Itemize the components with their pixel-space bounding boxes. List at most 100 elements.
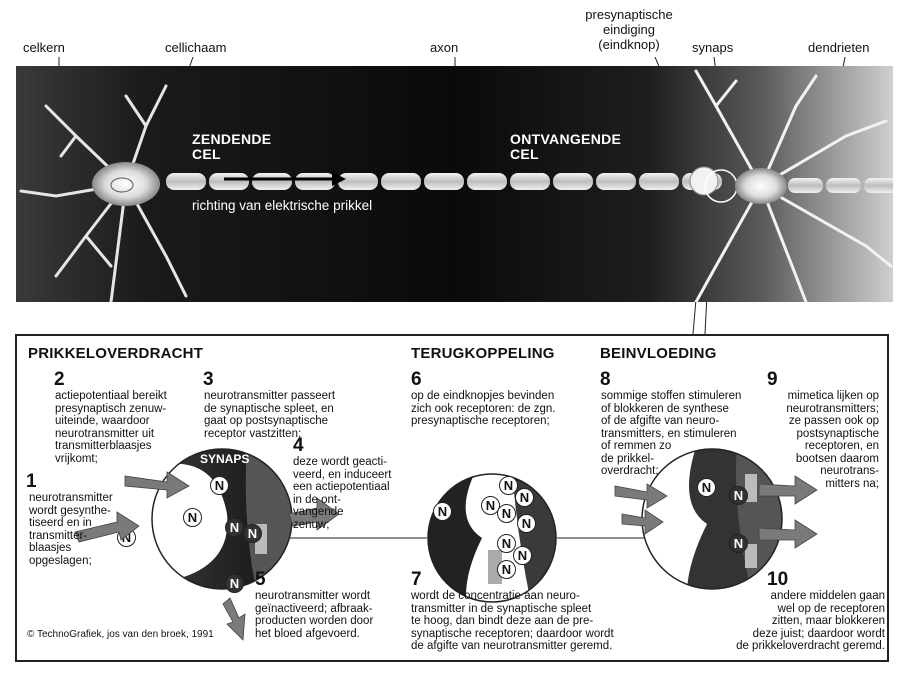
sending-cell-nucleus xyxy=(110,177,134,193)
step-6-line: zich ook receptoren: de zgn. xyxy=(411,402,556,415)
molecule-n: N xyxy=(497,534,516,553)
heading-terugkoppeling: TERUGKOPPELING xyxy=(411,345,555,362)
step-9-line: ze passen ook op xyxy=(788,415,879,427)
molecule-n: N xyxy=(729,534,748,553)
step-7-line: de afgifte van neurotransmitter geremd. xyxy=(411,640,613,652)
step-3-line: de synaptische spleet, en xyxy=(204,402,334,415)
step-4-line: een actiepotentiaal xyxy=(293,481,390,493)
step-4-line: deze wordt geacti- xyxy=(293,456,387,468)
step-1-line: transmitter- xyxy=(29,529,88,542)
step-4-line: veerd, en induceert xyxy=(293,468,392,481)
step-7-line: wordt de concentratie aan neuro- xyxy=(411,590,580,602)
axon-myelin-segment xyxy=(209,173,249,190)
axon-myelin-segment xyxy=(639,173,679,190)
direction-caption: richting van elektrische prikkel xyxy=(192,198,373,213)
axon-myelin-segment xyxy=(510,173,550,190)
label-eindknop-line-3: (eindknop) xyxy=(598,37,660,52)
flow-arrows xyxy=(74,471,818,641)
label-eindknop: presynaptische eindiging (eindknop) xyxy=(574,7,684,52)
circle-synaps-label: SYNAPS xyxy=(200,452,250,466)
molecule-n: N xyxy=(499,476,518,495)
step-9-line: mimetica lijken op xyxy=(787,390,879,402)
arrow-beinvloeding-left-2 xyxy=(621,509,664,535)
step-2-line: vrijkomt; xyxy=(55,452,98,465)
step-10-line: deze juist; daardoor wordt xyxy=(752,627,885,640)
step-9-line: neurotransmitters; xyxy=(786,402,879,415)
sending-cell-label-line-2: CEL xyxy=(192,146,221,162)
receiving-axon-segments xyxy=(788,178,893,193)
neuron-illustration xyxy=(16,66,893,302)
label-eindknop-line-1: presynaptische xyxy=(585,7,673,22)
step-number-10: 10 xyxy=(767,569,789,590)
receiving-axon-segment xyxy=(826,178,861,193)
label-cellichaam: cellichaam xyxy=(165,40,227,55)
arrow-in-lower-left xyxy=(74,511,140,543)
receiving-cell-label-line-1: ONTVANGENDE xyxy=(510,131,622,147)
step-5-line: geïnactiveerd; afbraak- xyxy=(255,602,373,615)
molecule-n: N xyxy=(243,524,262,543)
molecule-n: N xyxy=(183,508,202,527)
step-7-line: synaptische receptoren; daardoor wordt xyxy=(411,627,614,640)
step-2-line: uiteinde, waardoor xyxy=(55,415,150,427)
sending-cell-label-line-1: ZENDENDE xyxy=(192,131,272,147)
step-10-line: de prikkeloverdracht geremd. xyxy=(736,640,885,652)
step-1-line: neurotransmitter xyxy=(29,492,113,504)
label-dendrieten: dendrieten xyxy=(808,40,870,55)
arrow-beinvloeding-right-2 xyxy=(758,519,818,549)
step-8-line: of blokkeren de synthese xyxy=(601,402,729,415)
molecule-n: N xyxy=(433,502,452,521)
axon-myelin-segment xyxy=(338,173,378,190)
molecule-n: N xyxy=(481,496,500,515)
explanation-panel: PRIKKELOVERDRACHT TERUGKOPPELING BEINVLO… xyxy=(15,334,889,662)
step-9-line: receptoren, en xyxy=(804,440,879,452)
axon-myelin-segment xyxy=(553,173,593,190)
step-1-line: tiseerd en in xyxy=(29,517,92,529)
step-number-4: 4 xyxy=(293,435,304,456)
step-9-line: postsynaptische xyxy=(796,427,879,440)
step-number-3: 3 xyxy=(203,369,214,390)
synapse-circle-3 xyxy=(641,448,783,590)
step-6-line: op de eindknopjes bevinden xyxy=(411,390,555,402)
arrow-in-upper-left xyxy=(124,471,190,499)
molecule-n: N xyxy=(515,488,534,507)
step-3-line: receptor vastzitten; xyxy=(204,427,302,440)
circle-connector-line xyxy=(282,537,649,539)
step-number-7: 7 xyxy=(411,569,422,590)
step-8-line: overdracht; xyxy=(601,465,659,477)
step-3-line: neurotransmitter passeert xyxy=(204,390,336,402)
molecule-n: N xyxy=(225,574,244,593)
label-celkern: celkern xyxy=(23,40,65,55)
heading-beinvloeding: BEINVLOEDING xyxy=(600,345,717,362)
step-6-line: presynaptische receptoren; xyxy=(411,415,550,427)
step-9-line: mitters na; xyxy=(825,477,879,490)
receiving-cell-soma xyxy=(735,168,787,204)
step-8-line: of de afgifte van neuro- xyxy=(601,415,720,427)
heading-prikkeloverdracht: PRIKKELOVERDRACHT xyxy=(28,345,204,362)
step-8-line: transmitters, en stimuleren xyxy=(601,427,737,440)
step-8-line: of remmen zo xyxy=(601,440,672,452)
axon-myelin-segment xyxy=(424,173,464,190)
step-1-line: wordt gesynthe- xyxy=(29,504,111,517)
arrow-out-right xyxy=(288,497,340,531)
step-number-9: 9 xyxy=(767,369,778,390)
step-2-line: presynaptisch zenuw- xyxy=(55,402,167,415)
copyright: © TechnoGrafiek, jos van den broek, 1991 xyxy=(27,629,214,640)
direction-arrow xyxy=(224,172,346,186)
molecule-n: N xyxy=(497,504,516,523)
step-4-line: zenuw; xyxy=(293,518,330,531)
step-5-line: het bloed afgevoerd. xyxy=(255,627,360,640)
molecule-n: N xyxy=(697,478,716,497)
arrow-beinvloeding-right-1 xyxy=(758,475,818,505)
label-axon: axon xyxy=(430,40,459,55)
step-5-line: neurotransmitter wordt xyxy=(255,590,371,602)
axon-myelin-segment xyxy=(295,173,335,190)
step-1-line: blaasjes xyxy=(29,542,72,554)
step-3-line: gaat op postsynaptische xyxy=(204,415,329,427)
